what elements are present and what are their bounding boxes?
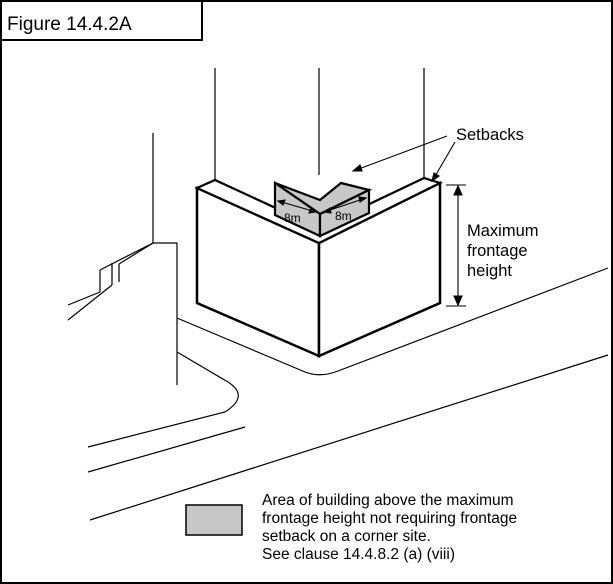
figure-title: Figure 14.4.2A xyxy=(7,14,132,35)
tower-lines xyxy=(214,68,425,185)
legend-line-3: setback on a corner site. xyxy=(262,528,431,545)
max-height-line-2: frontage xyxy=(467,242,528,260)
max-height-line-1: Maximum xyxy=(467,222,539,240)
legend-line-2: frontage height not requiring frontage xyxy=(262,510,517,527)
setbacks-leaders xyxy=(351,135,456,183)
legend-swatch xyxy=(185,504,243,536)
legend-line-4: See clause 14.4.8.2 (a) (viii) xyxy=(262,546,455,563)
max-height-label: Maximum frontage height xyxy=(467,222,543,280)
title-box xyxy=(1,1,203,41)
max-height-line-3: height xyxy=(467,262,512,280)
setback-dimension-arrows xyxy=(276,196,368,214)
setbacks-label: Setbacks xyxy=(456,126,524,144)
height-dimension xyxy=(446,184,466,307)
street-kerbs xyxy=(87,267,609,521)
setback-left-label: 8m xyxy=(284,211,301,225)
legend-line-1: Area of building above the maximum xyxy=(262,492,514,509)
legend-text: Area of building above the maximum front… xyxy=(262,492,521,563)
setback-right-label: 8m xyxy=(335,209,352,223)
left-building xyxy=(67,133,178,385)
